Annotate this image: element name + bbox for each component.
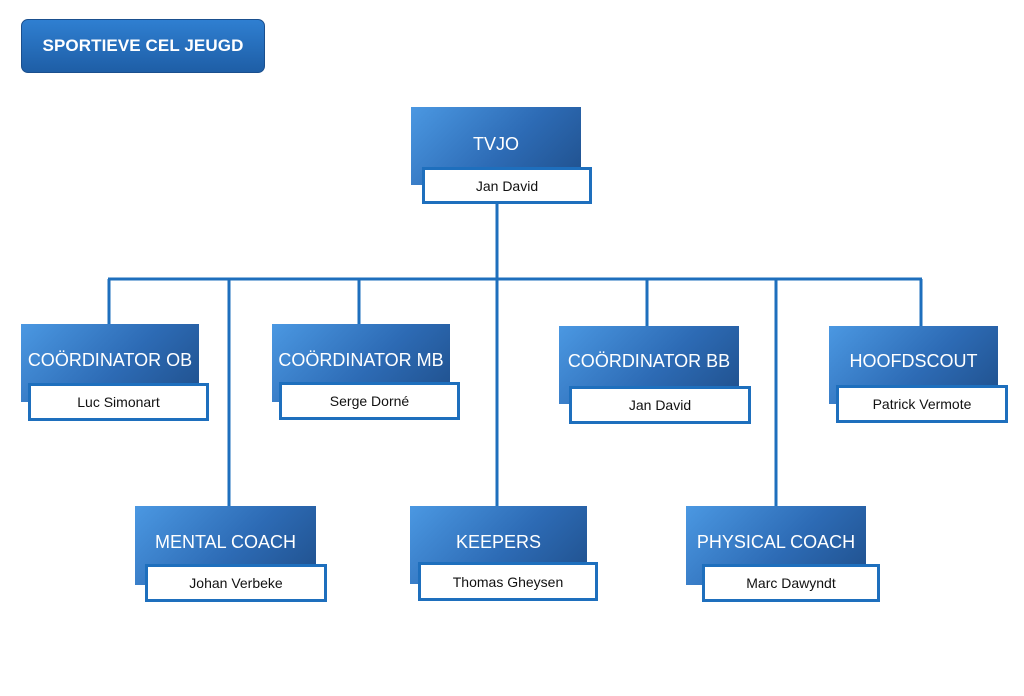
- node-physical-coach: PHYSICAL COACH Marc Dawyndt: [686, 506, 881, 602]
- node-coordinator-bb: COÖRDINATOR BB Jan David: [559, 326, 752, 424]
- name-box: Jan David: [569, 386, 751, 424]
- name-box: Marc Dawyndt: [702, 564, 880, 602]
- node-hoofdscout: HOOFDSCOUT Patrick Vermote: [829, 326, 1008, 423]
- page-title: SPORTIEVE CEL JEUGD: [42, 36, 244, 55]
- name-box: Thomas Gheysen: [418, 562, 598, 601]
- role-label: HOOFDSCOUT: [849, 351, 978, 371]
- role-label: COÖRDINATOR OB: [27, 350, 193, 370]
- page-title-banner: SPORTIEVE CEL JEUGD: [21, 19, 265, 73]
- node-keepers: KEEPERS Thomas Gheysen: [410, 506, 598, 601]
- name-box: Patrick Vermote: [836, 385, 1008, 423]
- name-box: Johan Verbeke: [145, 564, 327, 602]
- name-box: Luc Simonart: [28, 383, 209, 421]
- name-box: Serge Dorné: [279, 382, 460, 420]
- node-mental-coach: MENTAL COACH Johan Verbeke: [135, 506, 328, 602]
- node-coordinator-ob: COÖRDINATOR OB Luc Simonart: [21, 324, 209, 421]
- role-label: PHYSICAL COACH: [696, 532, 856, 552]
- role-label: COÖRDINATOR BB: [567, 351, 731, 371]
- role-label: TVJO: [472, 134, 519, 154]
- node-tvjo: TVJO Jan David: [411, 107, 593, 204]
- node-coordinator-mb: COÖRDINATOR MB Serge Dorné: [272, 324, 462, 420]
- role-label: COÖRDINATOR MB: [278, 350, 444, 370]
- name-box: Jan David: [422, 167, 592, 204]
- role-label: MENTAL COACH: [154, 532, 296, 552]
- role-label: KEEPERS: [455, 532, 542, 552]
